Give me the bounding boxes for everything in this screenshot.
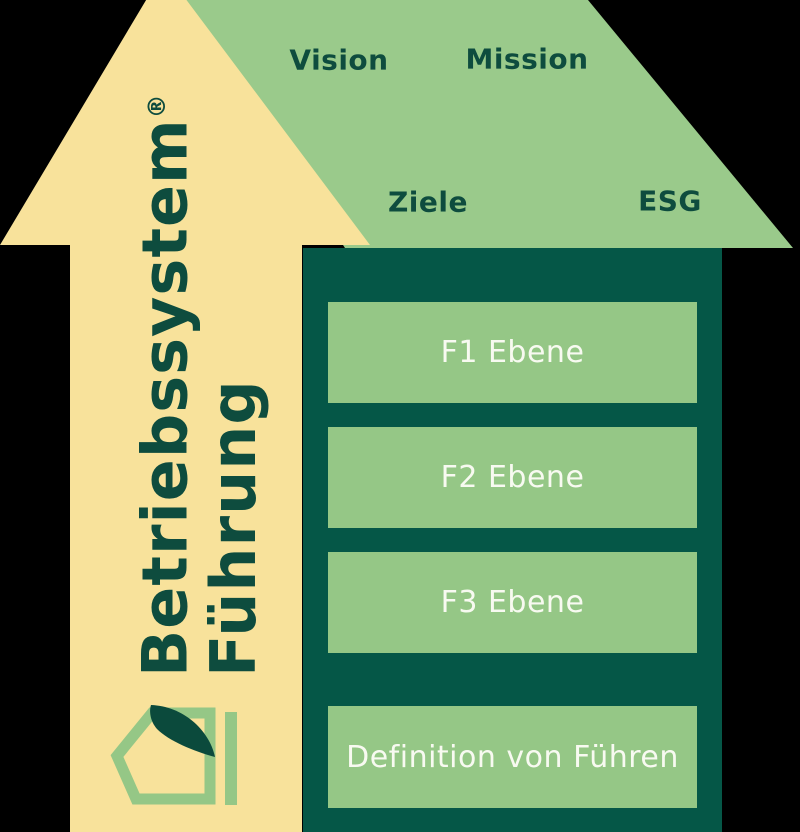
- logo-bar: [225, 712, 237, 805]
- level-box-definition: Definition von Führen: [328, 706, 697, 808]
- registered-trademark-symbol: ®: [143, 94, 171, 119]
- level-box-f2: F2 Ebene: [328, 427, 697, 528]
- level-label-definition: Definition von Führen: [346, 739, 679, 775]
- roof-label-mission: Mission: [465, 42, 589, 76]
- title-text-betriebssystem: Betriebssystem: [128, 118, 202, 677]
- vertical-title: Betriebssystem® Führung: [123, 17, 270, 677]
- level-box-f1: F1 Ebene: [328, 302, 697, 403]
- level-label-f2: F2 Ebene: [440, 460, 585, 495]
- house-arrow-logo-icon: [110, 705, 237, 805]
- roof-shape: [184, 0, 793, 248]
- house-body: F1 Ebene F2 Ebene F3 Ebene Definition vo…: [303, 248, 722, 832]
- roof-label-ziele: Ziele: [388, 185, 468, 219]
- roof-label-esg: ESG: [638, 184, 702, 218]
- level-label-f1: F1 Ebene: [440, 335, 585, 370]
- level-label-f3: F3 Ebene: [440, 585, 585, 620]
- title-line-1: Betriebssystem®: [123, 17, 202, 677]
- title-line-2: Führung: [196, 379, 270, 677]
- logo-leaf-swoosh-icon: [150, 705, 215, 757]
- roof-label-vision: Vision: [289, 43, 389, 77]
- logo-house-outline: [110, 707, 216, 805]
- level-box-f3: F3 Ebene: [328, 552, 697, 653]
- up-arrow-shape: [0, 0, 370, 832]
